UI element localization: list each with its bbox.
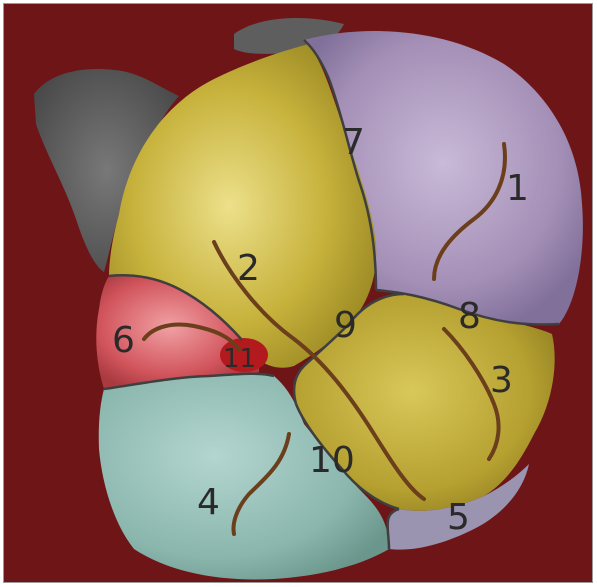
label-4: 4 [197, 482, 220, 523]
label-5: 5 [447, 497, 470, 538]
label-1: 1 [506, 168, 529, 209]
label-10: 10 [309, 440, 355, 481]
label-11: 11 [223, 344, 256, 374]
label-9: 9 [334, 305, 357, 346]
label-8: 8 [458, 296, 481, 337]
figure-frame: 1 2 3 4 5 6 7 8 9 10 11 [3, 3, 593, 583]
label-3: 3 [490, 360, 513, 401]
label-2: 2 [237, 248, 260, 289]
label-6: 6 [112, 320, 135, 361]
anatomical-diagram: 1 2 3 4 5 6 7 8 9 10 11 [4, 4, 593, 583]
label-7: 7 [342, 122, 365, 163]
